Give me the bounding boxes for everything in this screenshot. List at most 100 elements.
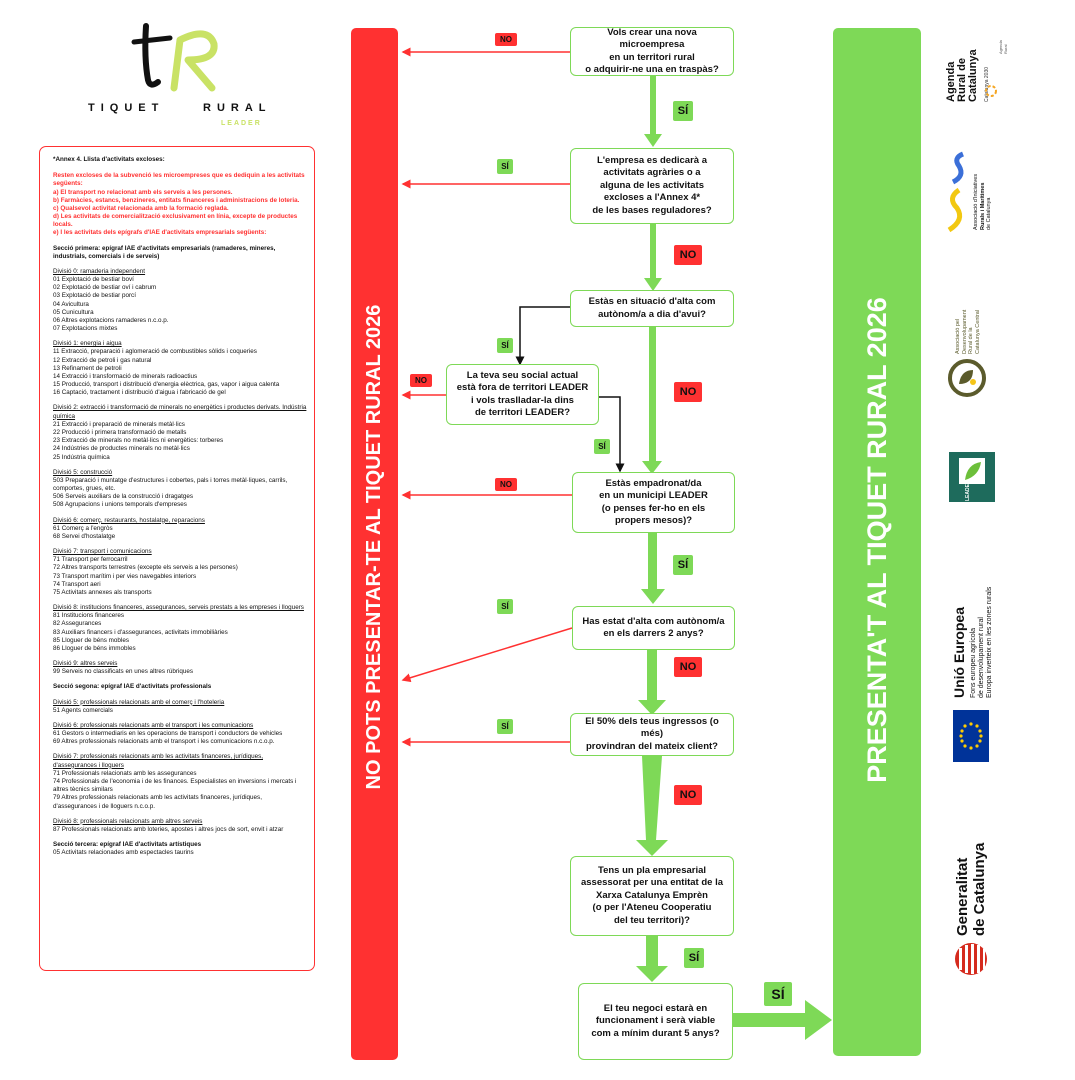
leader-logo: LEADER [949,452,995,502]
arrow-q1-q2 [644,76,662,147]
annex-item: 11 Extracció, preparació i aglomeració d… [53,348,257,356]
annex-item: 75 Activitats annexes als transports [53,588,152,596]
annex-item: 71 Professionals relacionats amb les ass… [53,769,197,777]
agenda-tiny: Rural [1003,44,1008,54]
si-arrow-q3b [599,396,625,473]
annex-division-title: Divisió 1: energia i aigua [53,340,122,348]
annex-item: 07 Explotacions mixtes [53,325,118,333]
annex-item: 23 Extracció de minerals no metàl·lics n… [53,437,224,445]
agenda-dots-icon [985,85,997,97]
annex-item: 14 Extracció i transformació de minerals… [53,372,198,380]
annex-item: 87 Professionals relacionats amb loterie… [53,825,284,833]
eu-sub: Europa inverteix en les zones rurals [986,586,993,698]
annex-intro-line: c) Qualsevol activitat relacionada amb l… [53,204,229,212]
annex-intro-line: e) I les activitats dels epígrafs d'IAE … [53,229,267,237]
annex-division-title: Divisió 6: professionals relacionats amb… [53,721,254,729]
arca-text: Associació d'Iniciatives [973,173,979,230]
tr-mark-icon [131,23,218,92]
question-new-microenterprise: Vols crear una nova microempresa en un t… [570,27,734,76]
annex-item: 15 Producció, transport i distribució d'… [53,381,280,389]
leader-leaf-icon [959,458,985,484]
not-eligible-bar [351,28,398,1060]
annex-item: 79 Altres professionals relacionats amb … [53,794,262,810]
question-agricultural-excluded: L'empresa es dedicarà a activitats agràr… [570,148,734,224]
eligible-bar [833,28,921,1056]
annex-item: 12 Extracció de petroli i gas natural [53,356,152,364]
arca-text: de Catalunya [986,197,992,230]
annex-item: 21 Extracció i preparació de minerals me… [53,420,185,428]
annex-item: 24 Indústries de productes minerals no m… [53,445,190,453]
annex-item: 68 Servei d'hostalatge [53,532,116,540]
annex-item: 81 Institucions financeres [53,612,125,620]
badge-no: NO [674,657,702,677]
senyera-icon [955,943,987,975]
annex-division-title: Divisió 7: transport i comunicacions [53,548,152,556]
annex-item: 06 Altres explotacions ramaderes n.c.o.p… [53,316,169,324]
adrcc-icon [948,359,986,397]
tiquet-rural-logo: TIQUET RURAL LEADER [88,18,278,133]
annex-division-title: Divisió 5: professionals relacionats amb… [53,698,225,706]
eu-sub: Fons europeu agrícola [970,627,977,698]
badge-si: SÍ [497,338,513,353]
question-self-employed-today: Estàs en situació d'alta com autònom/a a… [570,290,734,327]
arrow-q5-q6 [638,650,666,715]
si-arrow-q5 [401,627,573,683]
annex-division-title: Divisió 8: professionals relacionats amb… [53,817,203,825]
annex-item: 61 Comerç a l'engròs [53,524,113,532]
badge-no: NO [674,382,702,402]
badge-si: SÍ [497,159,513,174]
annex-item: 506 Serveis auxiliars de la construcció … [53,493,194,501]
annex-division-title: Divisió 6: comerç, restaurants, hostalat… [53,516,205,524]
annex-intro: Resten excloses de la subvenció les micr… [53,172,307,237]
annex-item: 72 Altres transports terrestres (excepte… [53,564,238,572]
question-registered-office: La teva seu social actual està fora de t… [446,364,599,425]
question-business-plan: Tens un pla empresarial assessorat per u… [570,856,734,936]
agenda-rural-logo: Agenda Rural de Catalunya Catalunya 2030… [940,30,1020,110]
annex-division-title: Divisió 9: altres serveis [53,660,118,668]
arca-logo: Associació d'Iniciatives Rurals i Maríti… [945,150,1025,240]
annex-division-title: Divisió 5: construcció [53,468,113,476]
annex-item: 13 Refinament de petroli [53,364,122,372]
adrcc-logo: Associació pel Desenvolupament Rural de … [945,278,1025,403]
badge-si: SÍ [764,982,792,1006]
badge-no: NO [495,478,517,491]
annex-item: 503 Preparació i muntatge d'estructures … [53,476,288,493]
eu-title: Unió Europea [951,606,967,698]
annex-item: 85 Lloguer de béns mobles [53,636,129,644]
arca-icon [947,151,965,233]
annex-item: 73 Transport marítim i per vies navegabl… [53,572,197,580]
arrow-q4-q5 [641,533,665,604]
annex-item: 83 Auxiliars financers i d'assegurances,… [53,628,228,636]
annex-item: 74 Professionals de l'economia i de les … [53,778,297,794]
annex-item: 99 Serveis no classificats en unes altre… [53,668,194,676]
annex-item: 02 Explotació de bestiar oví i cabrum [53,284,157,292]
arrow-q6-q7 [636,756,668,856]
annex-box: *Annex 4. Llista d'activitats excloses: … [39,146,315,971]
annex-section: Secció tercera: epígraf IAE d'activitats… [53,841,202,849]
annex-item: 25 Indústria química [53,453,110,461]
question-viable-5-years: El teu negoci estarà en funcionament i s… [578,983,733,1060]
annex-division-title: Divisió 0: ramaderia independent [53,267,146,275]
question-same-client: El 50% dels teus ingressos (o més) provi… [570,713,734,756]
badge-no: NO [495,33,517,46]
annex-item: 51 Agents comercials [53,706,113,714]
brand-name-1: TIQUET [88,102,165,114]
arrow-q3-q4 [642,327,662,474]
annex-intro-line: Resten excloses de la subvenció les micr… [53,172,305,188]
annex-division-title: Divisió 7: professionals relacionats amb… [53,753,263,769]
annex-division-title: Divisió 2: extracció i transformació de … [53,404,307,420]
badge-si: SÍ [673,101,693,121]
annex-item: 82 Assegurances [53,620,102,628]
si-arrow-q3 [515,306,570,366]
annex-section: Secció segona: epígraf IAE d'activitats … [53,683,212,691]
annex-section-1: Secció primera: epígraf IAE d'activitats… [53,244,276,260]
arrow-q7-q8 [636,936,668,982]
annex-item: 16 Captació, tractament i distribució d'… [53,389,226,397]
annex-title: *Annex 4. Llista d'activitats excloses: [53,156,165,163]
brand-sub: LEADER [221,120,262,127]
badge-si: SÍ [673,555,693,575]
annex-item: 05 Activitats relacionades amb espectacl… [53,849,194,857]
annex-item: 22 Producció i primera transformació de … [53,428,187,436]
